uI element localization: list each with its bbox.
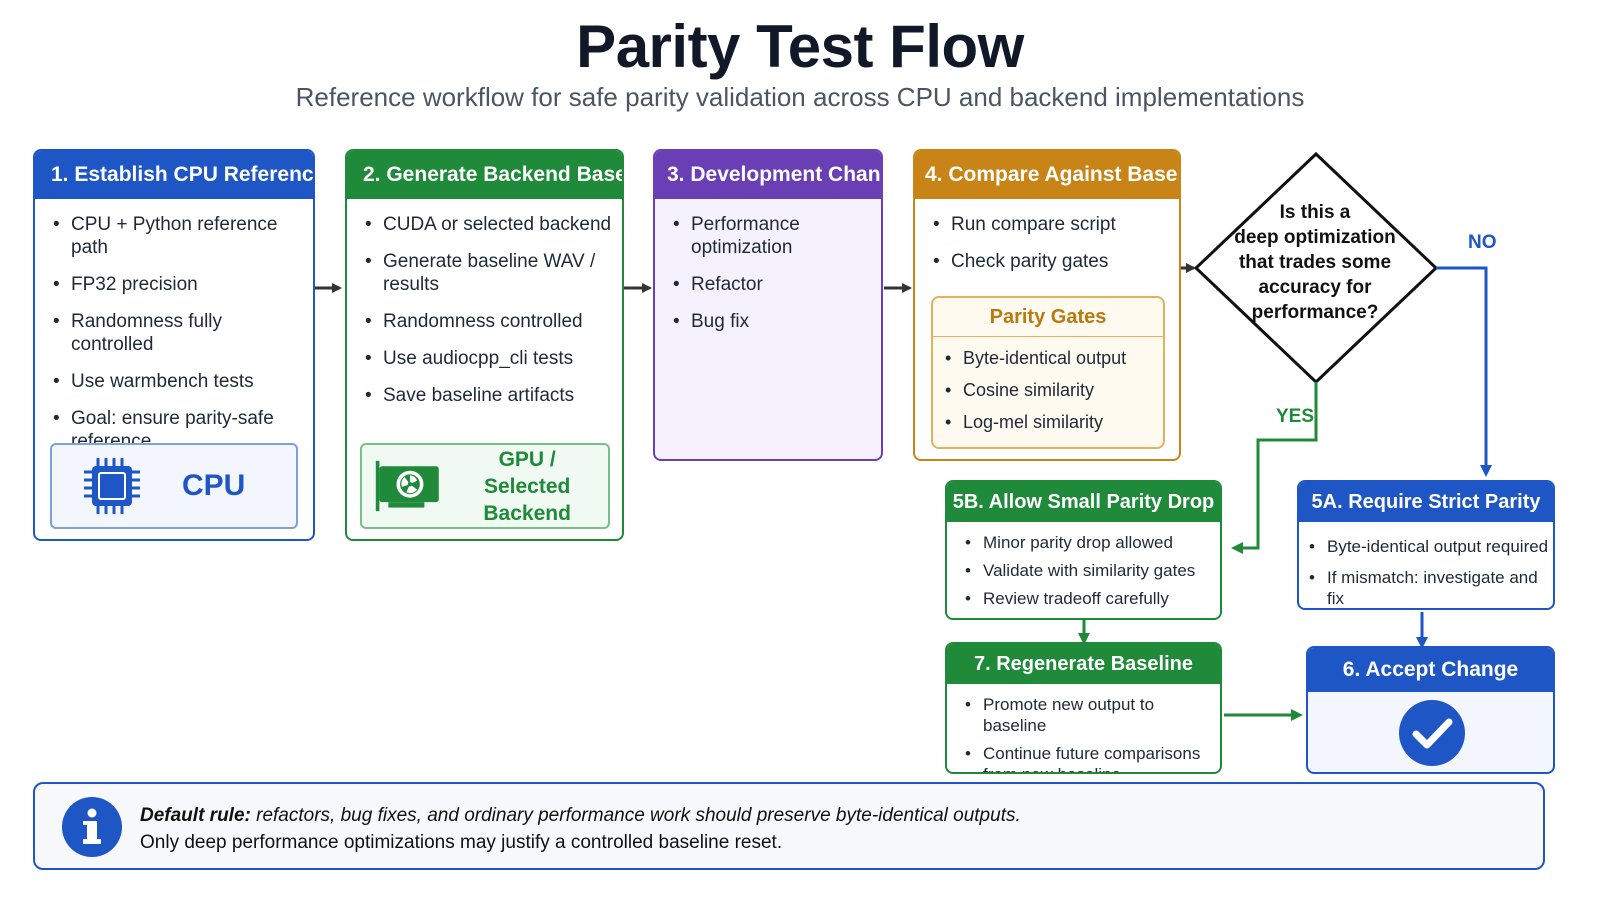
decision-line: accuracy for (1258, 277, 1372, 298)
step-6-box: 6. Accept Change (1306, 646, 1555, 774)
step-3-box: 3. Development Change Performance optimi… (653, 149, 883, 461)
arrow-no-branch (1436, 266, 1492, 477)
gpu-badge: GPU / Selected Backend (360, 443, 610, 529)
list-item: Use audiocpp_cli tests (365, 347, 612, 370)
list-item: Randomness fully controlled (53, 310, 303, 356)
arrow-yes-branch (1231, 382, 1318, 554)
note-line1: Default rule: refactors, bug fixes, and … (140, 802, 1021, 829)
note-text: Default rule: refactors, bug fixes, and … (140, 802, 1021, 856)
step-1-box: 1. Establish CPU Reference CPU + Python … (33, 149, 315, 541)
list-item: Log-mel similarity (945, 411, 1157, 433)
decision-question: Is this a deep optimization that trades … (1230, 200, 1400, 325)
gpu-badge-line1: GPU / (498, 447, 556, 471)
step-5b-title: 5B. Allow Small Parity Drop (947, 482, 1220, 522)
step-6-title: 6. Accept Change (1308, 648, 1553, 692)
decision-line: Is this a (1279, 202, 1351, 223)
parity-gates-title: Parity Gates (933, 298, 1163, 337)
step-4-title: 4. Compare Against Baseline (915, 151, 1179, 199)
gpu-badge-line2: Selected Backend (483, 474, 571, 525)
step-3-title: 3. Development Change (655, 151, 881, 199)
parity-gates-list: Byte-identical output Cosine similarity … (933, 337, 1163, 433)
page-subtitle: Reference workflow for safe parity valid… (295, 82, 1305, 112)
cpu-badge: CPU (50, 443, 298, 529)
list-item: Save baseline artifacts (365, 384, 612, 407)
note-bold: Default rule: (140, 805, 251, 826)
decision-line: that trades some (1238, 252, 1392, 273)
note-italic: refactors, bug fixes, and ordinary perfo… (250, 805, 1021, 826)
list-item: Byte-identical output (945, 347, 1157, 369)
step-5a-title: 5A. Require Strict Parity (1299, 482, 1553, 522)
step-7-list: Promote new output to baseline Continue … (947, 684, 1220, 772)
list-item: Check parity gates (933, 250, 1169, 273)
list-item: Minor parity drop allowed (965, 532, 1210, 553)
default-rule-note: Default rule: refactors, bug fixes, and … (33, 782, 1545, 870)
step-5a-box: 5A. Require Strict Parity Byte-identical… (1297, 480, 1555, 610)
list-item: Byte-identical output required (1309, 536, 1549, 557)
step-4-list: Run compare script Check parity gates (915, 199, 1179, 273)
step-4-box: 4. Compare Against Baseline Run compare … (913, 149, 1181, 461)
parity-gates-box: Parity Gates Byte-identical output Cosin… (931, 296, 1165, 449)
gpu-badge-label: GPU / Selected Backend (446, 446, 608, 527)
step-5b-list: Minor parity drop allowed Validate with … (947, 522, 1220, 609)
step-1-list: CPU + Python reference path FP32 precisi… (35, 199, 313, 453)
list-item: Generate baseline WAV / results (365, 250, 612, 296)
list-item: Bug fix (673, 310, 871, 333)
list-item: Refactor (673, 273, 871, 296)
step-2-list: CUDA or selected backend Generate baseli… (347, 199, 622, 407)
gpu-card-icon (375, 460, 439, 512)
decision-line: deep optimization (1234, 227, 1396, 248)
list-item: Performance optimization (673, 213, 871, 259)
list-item: Cosine similarity (945, 379, 1157, 401)
step-5b-box: 5B. Allow Small Parity Drop Minor parity… (945, 480, 1222, 620)
step-1-title: 1. Establish CPU Reference (35, 151, 313, 199)
list-item: Validate with similarity gates (965, 560, 1210, 581)
list-item: Run compare script (933, 213, 1169, 236)
step-2-title: 2. Generate Backend Baseline (347, 151, 622, 199)
list-item: Use warmbench tests (53, 370, 303, 393)
list-item: CUDA or selected backend (365, 213, 612, 236)
step-5a-list: Byte-identical output required If mismat… (1299, 522, 1553, 608)
step-3-list: Performance optimization Refactor Bug fi… (655, 199, 881, 333)
list-item: If mismatch: investigate and fix (1309, 567, 1549, 608)
yes-label: YES (1276, 406, 1315, 427)
list-item: FP32 precision (53, 273, 303, 296)
note-line2: Only deep performance optimizations may … (140, 832, 783, 853)
info-icon (62, 797, 122, 857)
no-label: NO (1468, 232, 1497, 253)
decision-line: performance? (1251, 302, 1379, 323)
page-title: Parity Test Flow (576, 13, 1024, 80)
cpu-badge-label: CPU (182, 469, 246, 502)
list-item: Continue future comparisons from new bas… (965, 743, 1210, 772)
list-item: Promote new output to baseline (965, 694, 1210, 736)
list-item: Review tradeoff carefully (965, 588, 1210, 609)
cpu-chip-icon (84, 458, 140, 514)
list-item: CPU + Python reference path (53, 213, 303, 259)
step-7-box: 7. Regenerate Baseline Promote new outpu… (945, 642, 1222, 774)
step-2-box: 2. Generate Backend Baseline CUDA or sel… (345, 149, 624, 541)
list-item: Randomness controlled (365, 310, 612, 333)
checkmark-icon (1399, 700, 1465, 766)
step-7-title: 7. Regenerate Baseline (947, 644, 1220, 684)
